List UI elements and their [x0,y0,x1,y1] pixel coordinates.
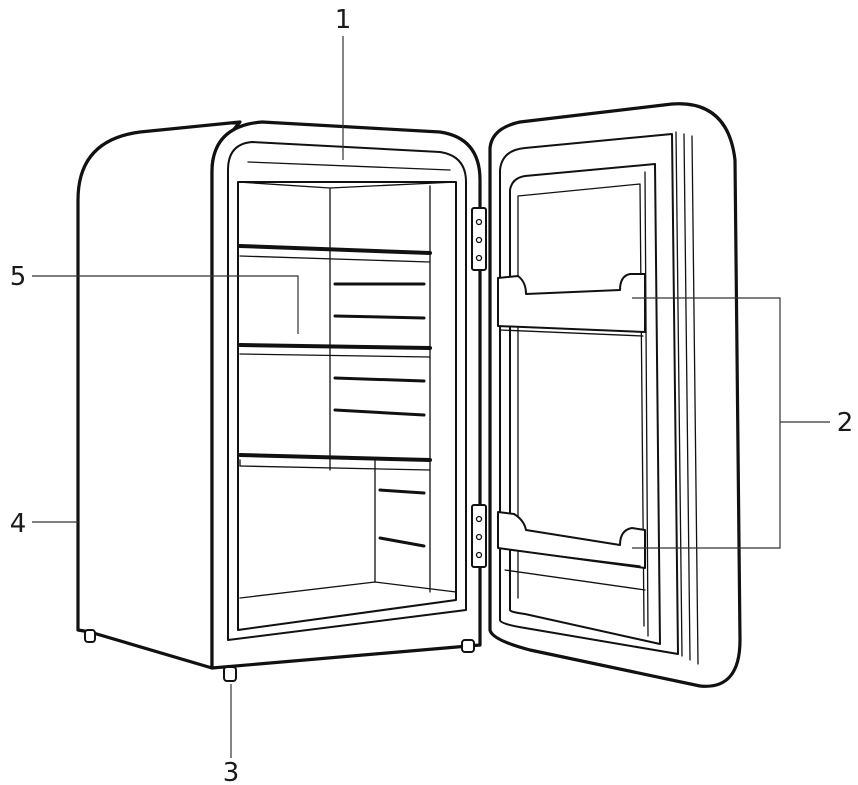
fridge-door [488,102,742,688]
fridge-cabinet [76,120,487,682]
shelf-2 [238,343,432,350]
callout-3: 3 [223,684,240,785]
bottom-hinge [471,504,487,568]
rear-foot-left [84,629,96,643]
shelf-3 [238,453,432,462]
callout-4: 4 [10,509,78,539]
callout-5: 5 [10,262,299,334]
callout-1: 1 [335,5,352,160]
callout-2-label: 2 [837,408,854,438]
callout-5-label: 5 [10,262,27,292]
door-outer [488,102,742,688]
callout-3-label: 3 [223,758,240,785]
cabinet-gasket [227,141,467,641]
door-gasket [499,133,679,655]
door-bin-upper [497,273,646,337]
shelf-1 [238,244,432,255]
top-hinge [471,207,487,271]
door-bin-lower [497,511,646,591]
callout-2: 2 [632,297,854,549]
callout-1-label: 1 [335,5,352,35]
callout-4-label: 4 [10,509,27,539]
rear-foot-right [461,639,475,653]
cabinet-front-frame [210,120,482,670]
front-foot [223,666,237,682]
